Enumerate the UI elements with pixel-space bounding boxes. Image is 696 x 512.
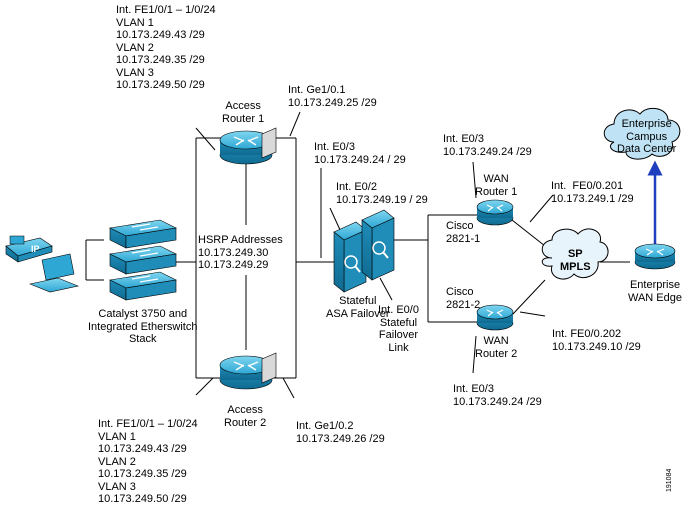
- int-e03-wan2-label: Int. E0/3 10.173.249.24 /29: [453, 383, 542, 408]
- enterprise-wan-edge-label: Enterprise WAN Edge: [628, 279, 683, 304]
- enterprise-wan-edge-icon: [634, 243, 676, 270]
- sp-mpls-cloud-icon: [541, 228, 609, 280]
- cisco-2821-2-label: Cisco 2821-2: [446, 286, 481, 311]
- top-left-interface-block: Int. FE1/0/1 – 1/0/24 VLAN 1 10.173.249.…: [116, 4, 216, 91]
- int-e03-asa-label: Int. E0/3 10.173.249.24 / 29: [314, 141, 406, 166]
- stateful-asa-failover-label: Stateful ASA Failover: [326, 295, 390, 320]
- int-ge102-label: Int. Ge1/0.2 10.173.249.26 /29: [296, 420, 385, 445]
- int-ge101-label: Int. Ge1/0.1 10.173.249.25 /29: [288, 84, 377, 109]
- int-e00-failover-link-label: Int. E0/0 Stateful Failover Link: [378, 304, 419, 354]
- enterprise-campus-label: Enterprise Campus Data Center: [617, 118, 677, 155]
- wan-router-1-label: WAN Router 1: [475, 173, 518, 198]
- laptop-icon: [28, 253, 80, 293]
- ip-phone-icon: IP: [5, 235, 53, 263]
- asa-firewall-2-icon: [361, 209, 395, 281]
- ip-phone-label: IP: [31, 244, 40, 254]
- cisco-2821-1-label: Cisco 2821-1: [446, 220, 481, 245]
- access-router-2-icon: [219, 352, 277, 390]
- bottom-left-interface-block: Int. FE1/0/1 – 1/0/24 VLAN 1 10.173.249.…: [98, 418, 198, 505]
- callout-lines: [195, 111, 554, 399]
- hsrp-addresses-label: HSRP Addresses 10.173.249.30 10.173.249.…: [198, 234, 283, 271]
- access-router-2-label: Access Router 2: [224, 404, 267, 429]
- asa-firewall-1-icon: [333, 221, 367, 293]
- access-router-1-label: Access Router 1: [222, 100, 265, 125]
- int-fe0202-label: Int. FE0/0.202 10.173.249.10 /29: [552, 328, 641, 353]
- wan-router-2-label: WAN Router 2: [475, 335, 518, 360]
- enterprise-campus-cloud-icon: [603, 107, 681, 160]
- figure-id: 191084: [666, 468, 673, 492]
- catalyst-stack-label: Catalyst 3750 and Integrated Etherswitch…: [88, 308, 198, 345]
- wan-router-2-icon: [476, 304, 514, 331]
- int-e03-wan1-label: Int. E0/3 10.173.249.24 /29: [443, 133, 532, 158]
- catalyst-switch-stack-icon: [109, 219, 177, 301]
- access-router-1-icon: [219, 127, 277, 165]
- int-e02-label: Int. E0/2 10.173.249.19 / 29: [336, 181, 428, 206]
- wan-router-1-icon: [476, 199, 514, 226]
- sp-mpls-label: SP MPLS: [560, 248, 591, 273]
- int-fe0201-label: Int. FE0/0.201 10.173.249.1 /29: [551, 180, 634, 205]
